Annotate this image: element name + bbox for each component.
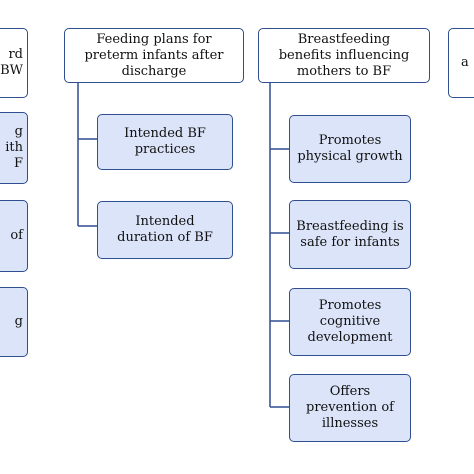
left-header-box: rd BW <box>0 28 28 98</box>
right-header-text: a <box>461 55 469 70</box>
cognitive-development-box: Promotes cognitive development <box>289 288 411 356</box>
physical-growth-box: Promotes physical growth <box>289 115 411 183</box>
safe-for-infants-box: Breastfeeding is safe for infants <box>289 200 411 269</box>
left-item-3-text: g <box>14 314 23 329</box>
left-header-text: rd BW <box>0 47 23 78</box>
intended-bf-practices-text: Intended BF practices <box>124 126 206 157</box>
bf-benefits-header-box: Breastfeeding benefits influencing mothe… <box>258 28 430 83</box>
right-header-box: a <box>448 28 474 98</box>
intended-bf-practices-box: Intended BF practices <box>97 114 233 170</box>
feeding-plans-header-text: Feeding plans for preterm infants after … <box>84 31 224 79</box>
physical-growth-text: Promotes physical growth <box>297 133 403 164</box>
left-item-1-text: g ith F <box>5 124 23 171</box>
prevention-of-illnesses-box: Offers prevention of illnesses <box>289 374 411 442</box>
left-item-1-box: g ith F <box>0 112 28 184</box>
prevention-of-illnesses-text: Offers prevention of illnesses <box>306 384 394 431</box>
bf-benefits-header-text: Breastfeeding benefits influencing mothe… <box>278 31 410 79</box>
left-item-2-text: of <box>10 228 23 243</box>
safe-for-infants-text: Breastfeeding is safe for infants <box>296 218 404 250</box>
left-item-2-box: of <box>0 200 28 272</box>
feeding-plans-header-box: Feeding plans for preterm infants after … <box>64 28 244 83</box>
intended-duration-box: Intended duration of BF <box>97 201 233 259</box>
cognitive-development-text: Promotes cognitive development <box>307 298 393 345</box>
left-item-3-box: g <box>0 287 28 357</box>
intended-duration-text: Intended duration of BF <box>117 214 213 245</box>
